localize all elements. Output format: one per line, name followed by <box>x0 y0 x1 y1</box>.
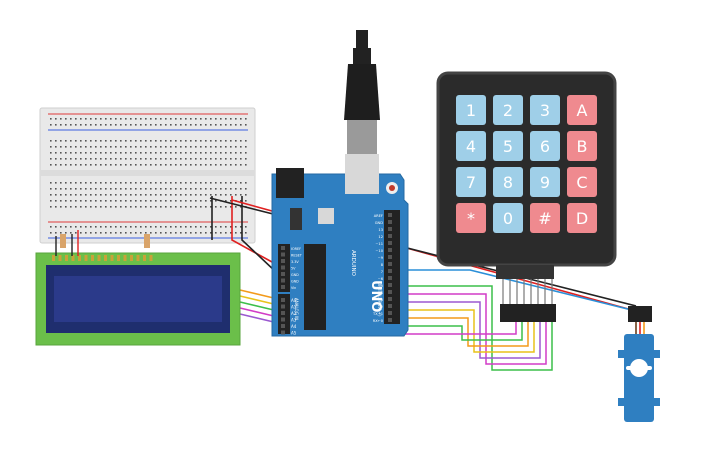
digital-pin-label: ~3 <box>378 298 383 302</box>
power-pin-label: RESET <box>291 254 303 258</box>
key-label: 3 <box>540 101 550 120</box>
keypad-keys: 1 2 3 A 4 5 6 B 7 8 9 C * 0 # D <box>456 95 597 233</box>
key-c[interactable]: C <box>567 167 597 197</box>
analog-pin-label: A3 <box>291 318 297 323</box>
key-a[interactable]: A <box>567 95 597 125</box>
key-label: # <box>538 209 551 228</box>
power-pin-label: 5V <box>291 267 296 271</box>
key-label: A <box>577 101 588 120</box>
key-d[interactable]: D <box>567 203 597 233</box>
key-9[interactable]: 9 <box>530 167 560 197</box>
keypad: 1 2 3 A 4 5 6 B 7 8 9 C * 0 # D <box>436 71 617 322</box>
arduino-logo: UNO <box>368 280 383 313</box>
resistor <box>60 234 66 248</box>
key-label: C <box>576 173 587 192</box>
key-2[interactable]: 2 <box>493 95 523 125</box>
analog-pin-label: A5 <box>291 331 297 336</box>
key-label: 1 <box>466 101 476 120</box>
analog-pin-label: A1 <box>291 305 297 310</box>
usb-port <box>345 154 379 194</box>
digital-pin-label: ~10 <box>375 249 383 253</box>
analog-pin-label: A0 <box>291 298 297 303</box>
key-label: D <box>576 209 588 228</box>
key-label: 8 <box>503 173 513 192</box>
key-7[interactable]: 7 <box>456 167 486 197</box>
power-jack <box>276 168 304 198</box>
key-5[interactable]: 5 <box>493 131 523 161</box>
power-pin-label: 3.3V <box>291 260 299 264</box>
arduino-pin-labels: AREF GND 13 12 ~11 ~10 ~9 8 7 ~6 ~5 4 ~3 2TX→1RX←0 IOR… <box>281 213 392 336</box>
digital-pin-label: 4 <box>381 291 384 295</box>
digital-pin-label: ~9 <box>378 256 384 260</box>
digital-header <box>384 210 400 324</box>
lcd-screen <box>54 276 222 322</box>
digital-pin-label: 12 <box>378 235 383 239</box>
atmega-chip <box>304 244 326 330</box>
key-star[interactable]: * <box>456 203 486 233</box>
key-label: * <box>467 209 475 228</box>
key-1[interactable]: 1 <box>456 95 486 125</box>
breadboard <box>39 107 256 244</box>
key-label: B <box>577 137 588 156</box>
analog-pin-label: A4 <box>291 324 297 329</box>
key-6[interactable]: 6 <box>530 131 560 161</box>
key-0[interactable]: 0 <box>493 203 523 233</box>
arduino-uno-board: UNO ARDUINO DIGITAL (PWM ~) ANALOG IN AR… <box>271 154 409 337</box>
servo-motor <box>618 306 660 422</box>
digital-pin-label: RX←0 <box>373 319 384 323</box>
key-b[interactable]: B <box>567 131 597 161</box>
keypad-header <box>500 304 556 322</box>
keypad-ribbon <box>496 265 554 279</box>
digital-pin-label: 2 <box>381 305 383 309</box>
digital-pin-label: 8 <box>381 263 384 267</box>
power-pin-label: Vin <box>291 286 296 290</box>
resistor <box>144 234 150 248</box>
key-label: 0 <box>503 209 513 228</box>
key-label: 9 <box>540 173 550 192</box>
key-hash[interactable]: # <box>530 203 560 233</box>
digital-pin-label: 7 <box>381 270 383 274</box>
digital-pin-label: GND <box>375 221 383 225</box>
digital-pin-label: ~11 <box>375 242 383 246</box>
key-3[interactable]: 3 <box>530 95 560 125</box>
arduino-brand: ARDUINO <box>350 250 356 277</box>
analog-label: ANALOG IN <box>294 298 299 320</box>
key-label: 5 <box>503 137 513 156</box>
power-pin-label: GND <box>291 273 299 277</box>
digital-pin-label: TX→1 <box>372 312 383 316</box>
servo-connector <box>628 306 652 322</box>
key-label: 7 <box>466 173 476 192</box>
lcd-pin-header <box>52 255 153 261</box>
analog-pin-label: A2 <box>291 311 297 316</box>
digital-pin-label: 13 <box>378 228 383 232</box>
key-4[interactable]: 4 <box>456 131 486 161</box>
key-label: 4 <box>466 137 476 156</box>
digital-label: DIGITAL (PWM ~) <box>377 282 382 317</box>
power-pin-label: GND <box>291 280 299 284</box>
digital-pin-label: ~6 <box>378 277 384 281</box>
key-8[interactable]: 8 <box>493 167 523 197</box>
digital-pin-label: AREF <box>374 214 383 218</box>
power-pin-label: IOREF <box>291 247 301 251</box>
digital-pin-label: ~5 <box>378 284 383 288</box>
lcd-display <box>35 230 241 346</box>
key-label: 2 <box>503 101 513 120</box>
key-label: 6 <box>540 137 550 156</box>
